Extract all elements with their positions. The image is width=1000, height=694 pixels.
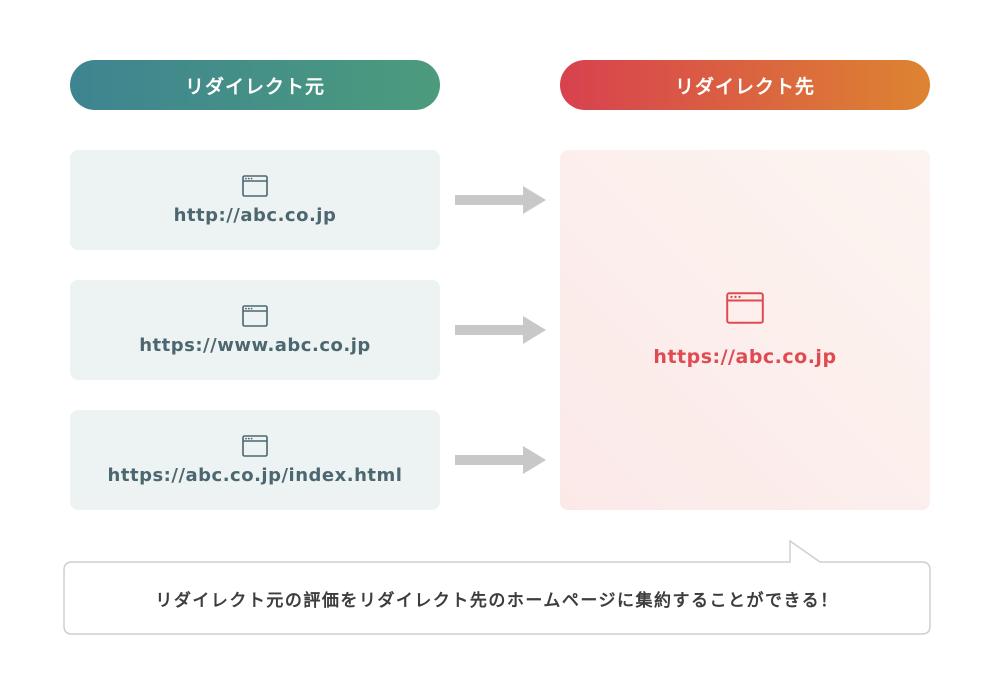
source-header: リダイレクト元 (70, 60, 440, 110)
callout-text: リダイレクト元の評価をリダイレクト先のホームページに集約することができる！ (155, 590, 839, 611)
browser-window-icon (242, 304, 268, 327)
target-box: https://abc.co.jp (560, 150, 930, 510)
browser-window-icon (726, 292, 764, 324)
redirect-arrow-icon (455, 316, 546, 344)
target-url: https://abc.co.jp (653, 346, 837, 368)
source-url: http://abc.co.jp (173, 204, 337, 226)
source-url: https://abc.co.jp/index.html (107, 464, 403, 486)
source-box-1: http://abc.co.jp (70, 150, 440, 250)
target-header: リダイレクト先 (560, 60, 930, 110)
source-box-2: https://www.abc.co.jp (70, 280, 440, 380)
source-url: https://www.abc.co.jp (139, 334, 371, 356)
browser-window-icon (242, 174, 268, 197)
source-box-3: https://abc.co.jp/index.html (70, 410, 440, 510)
browser-window-icon (242, 434, 268, 457)
redirect-arrow-icon (455, 446, 546, 474)
redirect-arrow-icon (455, 186, 546, 214)
